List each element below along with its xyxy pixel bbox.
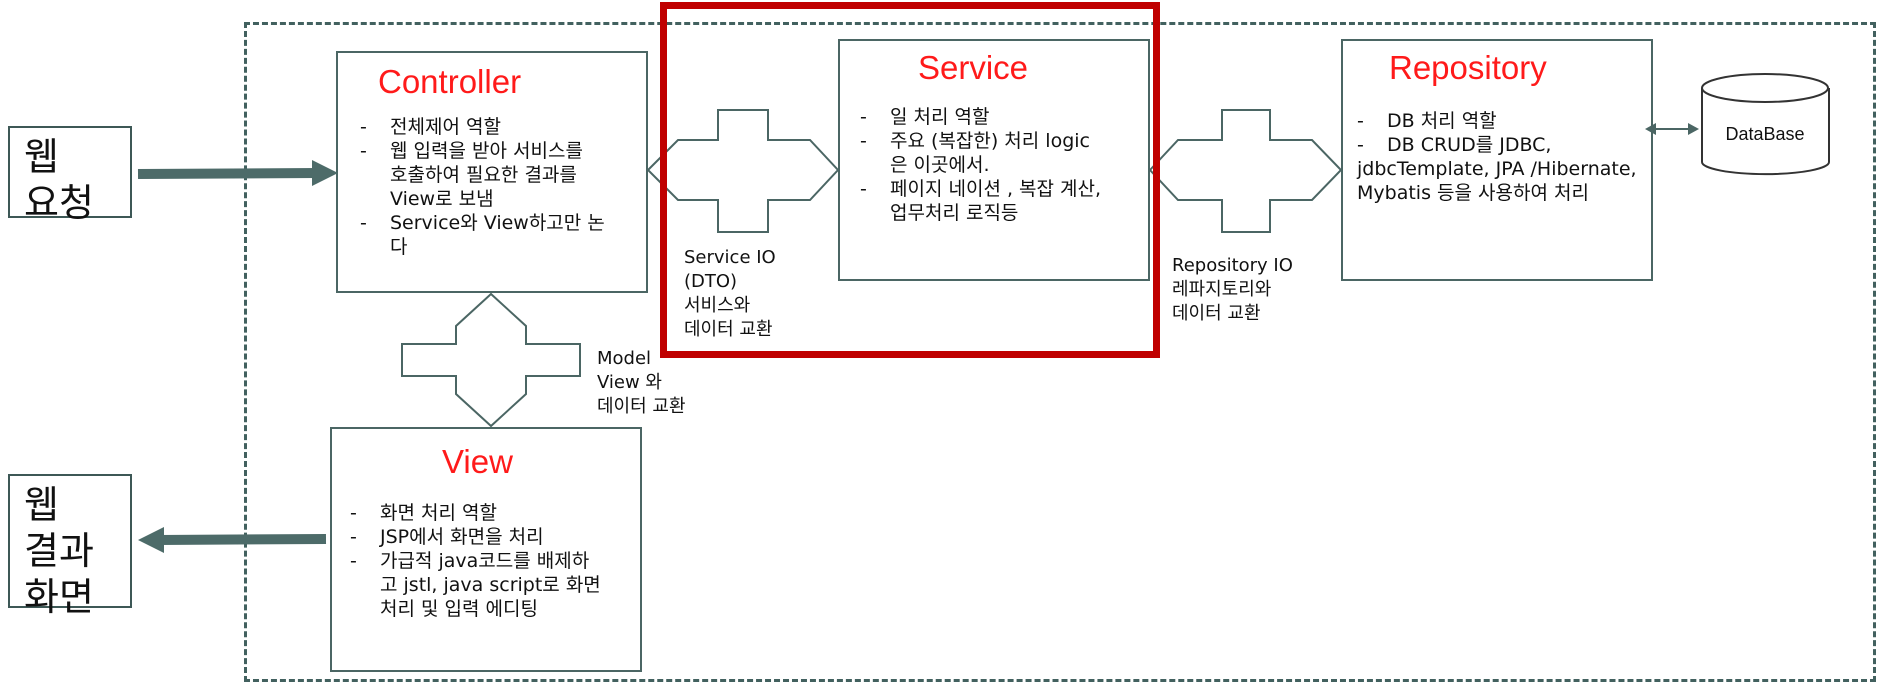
repository-item: DB CRUD를 JDBC,	[1357, 133, 1647, 157]
model-label: Model View 와 데이터 교환	[597, 348, 686, 417]
view-item: 가급적 java코드를 배제하 고 jstl, java script로 화면 …	[350, 549, 640, 621]
view-item: 화면 처리 역할	[350, 501, 640, 525]
view-title: View	[442, 443, 513, 480]
repository-continuation: jdbcTemplate, JPA /Hibernate, Mybatis 등을…	[1357, 158, 1637, 204]
service-io-double-arrow-icon	[646, 109, 840, 233]
web-result-label: 웹 결과 화면	[24, 483, 94, 619]
service-title: Service	[918, 49, 1029, 86]
web-request-box: 웹 요청	[8, 126, 132, 225]
controller-list: 전체제어 역할 웹 입력을 받아 서비스를 호출하여 필요한 결과를 View로…	[360, 115, 640, 259]
service-item: 페이지 네이션 , 복잡 계산, 업무처리 로직등	[860, 177, 1145, 225]
view-item: JSP에서 화면을 처리	[350, 525, 640, 549]
service-highlight-frame	[660, 2, 1160, 358]
repository-item: DB 처리 역할	[1357, 109, 1647, 133]
arrow-right-icon	[137, 160, 338, 186]
repository-list: DB 처리 역할 DB CRUD를 JDBC,	[1357, 109, 1647, 157]
db-link-double-arrow-icon	[1645, 123, 1699, 135]
service-item: 일 처리 역할	[860, 105, 1145, 129]
service-io-label: Service IO (DTO) 서비스와 데이터 교환	[684, 247, 776, 340]
controller-item: Service와 View하고만 논 다	[360, 211, 640, 259]
view-list: 화면 처리 역할 JSP에서 화면을 처리 가급적 java코드를 배제하 고 …	[350, 501, 640, 621]
service-item: 주요 (복잡한) 처리 logic 은 이곳에서.	[860, 129, 1145, 177]
repository-box: Repository DB 처리 역할 DB CRUD를 JDBC, jdbcT…	[1341, 39, 1653, 281]
controller-box: Controller 전체제어 역할 웹 입력을 받아 서비스를 호출하여 필요…	[336, 51, 648, 293]
controller-title: Controller	[378, 63, 522, 100]
arrow-left-icon	[138, 527, 327, 553]
web-result-box: 웹 결과 화면	[8, 474, 132, 619]
application-boundary	[244, 22, 1876, 682]
controller-item: 웹 입력을 받아 서비스를 호출하여 필요한 결과를 View로 보냄	[360, 139, 640, 211]
model-double-arrow-icon	[401, 292, 581, 428]
repository-io-label: Repository IO 레파지토리와 데이터 교환	[1172, 255, 1293, 324]
repository-io-double-arrow-icon	[1148, 109, 1343, 233]
web-request-label: 웹 요청	[24, 135, 94, 225]
database-label: DataBase	[1725, 124, 1804, 144]
database-cylinder-icon	[1701, 73, 1830, 176]
controller-item: 전체제어 역할	[360, 115, 640, 139]
service-box: Service 일 처리 역할 주요 (복잡한) 처리 logic 은 이곳에서…	[838, 39, 1150, 281]
view-box: View 화면 처리 역할 JSP에서 화면을 처리 가급적 java코드를 배…	[330, 427, 642, 672]
service-list: 일 처리 역할 주요 (복잡한) 처리 logic 은 이곳에서. 페이지 네이…	[860, 105, 1145, 225]
repository-title: Repository	[1389, 49, 1547, 86]
